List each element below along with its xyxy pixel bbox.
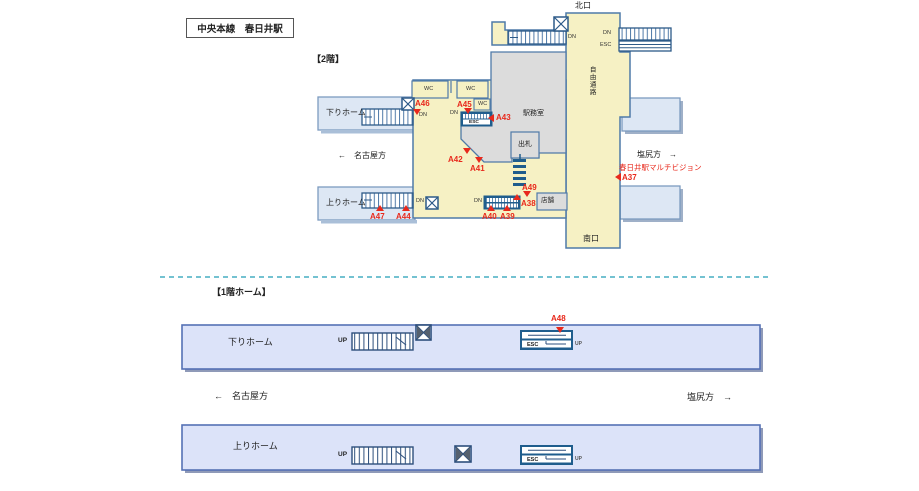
- ticket-window-label: 出札: [518, 141, 532, 148]
- platform-band-1f-down: [181, 324, 763, 372]
- nagoya-direction-1f-label: ← 名古屋方: [214, 391, 269, 401]
- ad-a42-label: A42: [448, 155, 463, 164]
- north-exit-label: 北口: [575, 1, 591, 10]
- a37-marker-icon: [615, 173, 621, 181]
- a45-dn-label: DN: [450, 110, 458, 116]
- floor1-map: [181, 324, 763, 473]
- floor2-section-label: 【2階】: [312, 54, 345, 64]
- up-stairs-up-label: UP: [338, 451, 348, 458]
- north-left-stairs: [507, 30, 567, 45]
- ad-a41-label: A41: [470, 164, 485, 173]
- ad-a46-label: A46: [415, 99, 430, 108]
- wc-room-left: [411, 80, 449, 99]
- concourse-escalator-block: [460, 111, 493, 127]
- ad-a47-label: A47: [370, 212, 385, 221]
- up-esc-up-label: UP: [575, 456, 582, 462]
- a46-dn-label: DN: [419, 112, 427, 118]
- ad-a44-label: A44: [396, 212, 411, 221]
- wc-left-label: WC: [424, 86, 434, 92]
- wc-room-small: [473, 98, 491, 111]
- down-platform-elevator-icon-2f: [401, 97, 415, 111]
- ad-a48-label: A48: [551, 314, 566, 323]
- a39-marker-icon: [503, 205, 511, 211]
- south-stair-block: [483, 195, 521, 210]
- platform-band-2f-up-right: [619, 185, 683, 222]
- ad-a49-label: A49: [522, 183, 537, 192]
- wc-right-label: WC: [466, 86, 476, 92]
- ad-a37-label: A37: [622, 173, 637, 182]
- free-passage-corridor: [565, 12, 631, 249]
- a44-marker-icon: [402, 205, 410, 211]
- up-platform-elevator-icon-2f: [425, 196, 439, 210]
- station-office-label: 駅務室: [523, 110, 544, 117]
- north-right-stairs: [618, 27, 672, 41]
- floor1-section-label: 【1階ホーム】: [212, 287, 271, 297]
- nagoya-direction-2f-label: ← 名古屋方: [338, 151, 386, 160]
- platform-band-2f-down-right: [621, 97, 683, 134]
- ad-a39-label: A39: [500, 212, 515, 221]
- ad-a38-label: A38: [521, 199, 536, 208]
- multivision-label: 春日井駅マルチビジョン: [619, 163, 702, 172]
- a38-marker-icon: [513, 194, 521, 200]
- down-platform-1f-label: 下りホーム: [228, 337, 273, 347]
- shiojiri-direction-2f-label: 塩尻方 →: [637, 150, 677, 159]
- wc-small-label: WC: [478, 101, 488, 107]
- ticket-gates: [513, 154, 526, 186]
- ad-a43-label: A43: [496, 113, 511, 122]
- free-passage-label: 自由通路: [588, 66, 596, 96]
- down-stairs-up-label: UP: [338, 337, 348, 344]
- concourse-esc-label: ESC: [469, 119, 479, 125]
- a42-marker-icon: [463, 148, 471, 154]
- a47-marker-icon: [376, 205, 384, 211]
- up-platform-elevator-icon-1f: [454, 445, 472, 463]
- down-esc-label: ESC: [527, 341, 539, 348]
- page-title: 中央本線 春日井駅: [186, 18, 294, 38]
- ad-a40-label: A40: [482, 212, 497, 221]
- shop-room: [536, 192, 568, 211]
- up-platform-stairs-1f: [351, 446, 414, 465]
- north-right-dn-label: DN: [603, 30, 611, 36]
- up-platform-1f-label: 上りホーム: [233, 441, 278, 451]
- up-esc-label: ESC: [527, 456, 539, 463]
- up-platform-2f-label: 上りホーム: [326, 198, 366, 207]
- a49-marker-icon: [523, 191, 531, 197]
- north-left-dn-label: DN: [568, 34, 576, 40]
- a40-marker-icon: [487, 205, 495, 211]
- down-platform-2f-label: 下りホーム: [326, 108, 366, 117]
- ad-a45-label: A45: [457, 100, 472, 109]
- down-platform-elevator-icon-1f: [415, 324, 432, 341]
- wc-room-right: [456, 80, 489, 99]
- south-exit-label: 南口: [583, 234, 599, 243]
- north-right-escalator: [618, 40, 672, 52]
- up-platform-stairs-2f: [361, 192, 414, 209]
- a41-marker-icon: [475, 157, 483, 163]
- south-block-dn-label: DN: [474, 198, 482, 204]
- ticket-window-room: [510, 131, 540, 159]
- down-platform-stairs-1f: [351, 332, 414, 351]
- up-platform-escalator-1f: [520, 445, 573, 465]
- down-platform-escalator-1f: [520, 330, 573, 350]
- down-platform-stairs-2f: [361, 108, 414, 126]
- down-esc-up-label: UP: [575, 341, 582, 347]
- shiojiri-direction-1f-label: 塩尻方 →: [687, 392, 733, 402]
- north-right-esc-label: ESC: [600, 42, 612, 48]
- north-left-elevator-icon: [553, 16, 569, 32]
- a48-marker-icon: [556, 327, 564, 333]
- a43-marker-icon: [488, 114, 494, 122]
- a45-marker-icon: [464, 108, 472, 114]
- a46-marker-icon: [413, 109, 421, 115]
- shop-label: 店舗: [541, 197, 554, 204]
- up-stairs-dn-label: DN: [416, 198, 424, 204]
- floor2-map: [317, 12, 683, 249]
